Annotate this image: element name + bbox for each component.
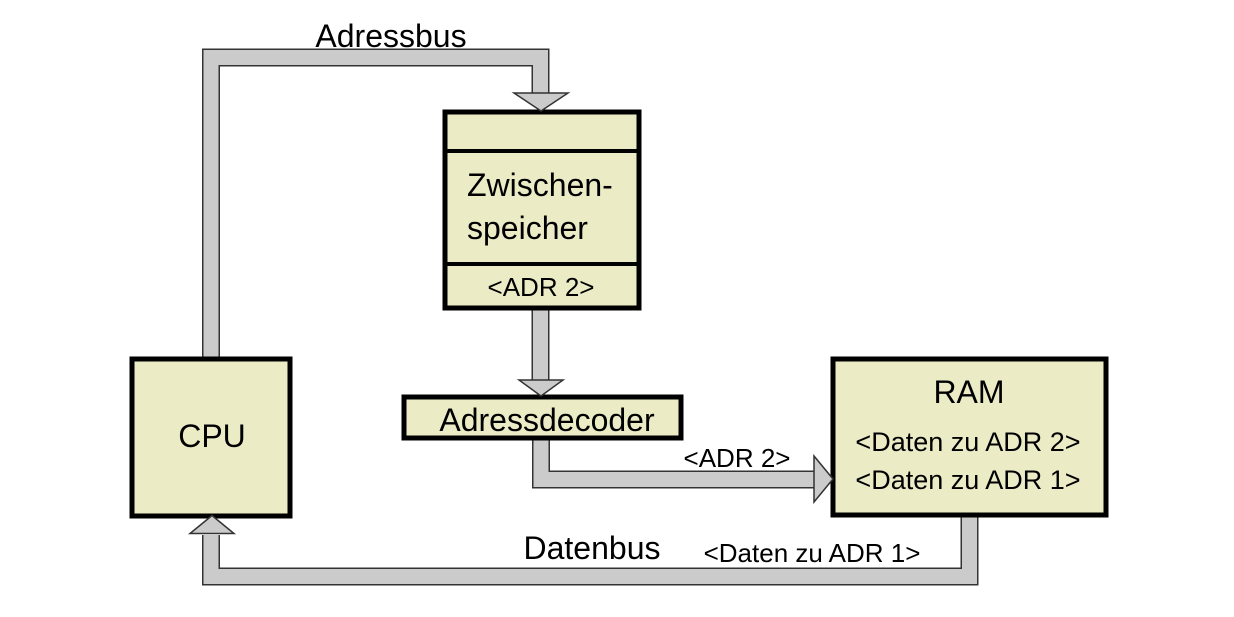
zwischenspeicher-box: [442, 109, 642, 311]
arrowhead-into-zwischenspeicher: [511, 92, 571, 112]
ram-node: RAM <Daten zu ADR 2> <Daten zu ADR 1>: [830, 356, 1109, 518]
datenbus-connector: [202, 513, 979, 586]
ram-box: [830, 356, 1109, 518]
adressdecoder-box: [401, 394, 684, 441]
adressdecoder-node: Adressdecoder: [401, 394, 684, 441]
adr2-bus-line: [533, 435, 816, 487]
adressbus-line: [203, 50, 548, 362]
datenbus-line: [203, 513, 977, 584]
ram-row-daten-adr1: <Daten zu ADR 1>: [855, 465, 1080, 495]
arrowhead-into-cpu: [187, 514, 237, 535]
bus-daten-adr1-label: <Daten zu ADR 1>: [704, 538, 921, 568]
cpu-node: CPU: [129, 356, 293, 519]
cpu-box: [129, 356, 293, 519]
zwischenspeicher-adr2-value: <ADR 2>: [488, 272, 595, 302]
adressbus-label: Adressbus: [315, 18, 466, 54]
zwischenspeicher-label-line1: Zwischen-: [467, 167, 613, 203]
arrowhead-into-ram: [813, 453, 834, 505]
cpu-label: CPU: [178, 418, 246, 454]
zwischenspeicher-label-line2: speicher: [467, 210, 588, 246]
arrowhead-into-adressdecoder: [516, 379, 566, 397]
adressdecoder-label: Adressdecoder: [439, 402, 655, 438]
ram-label: RAM: [933, 374, 1004, 410]
adressdecoder-to-ram-connector: [532, 435, 816, 489]
datenbus-label: Datenbus: [524, 530, 661, 566]
zwischenspeicher-node: Zwischen- speicher <ADR 2>: [442, 109, 642, 311]
adressbus-connector: [202, 48, 550, 362]
bus-adr2-label: <ADR 2>: [684, 443, 791, 473]
ram-row-daten-adr2: <Daten zu ADR 2>: [855, 427, 1080, 457]
